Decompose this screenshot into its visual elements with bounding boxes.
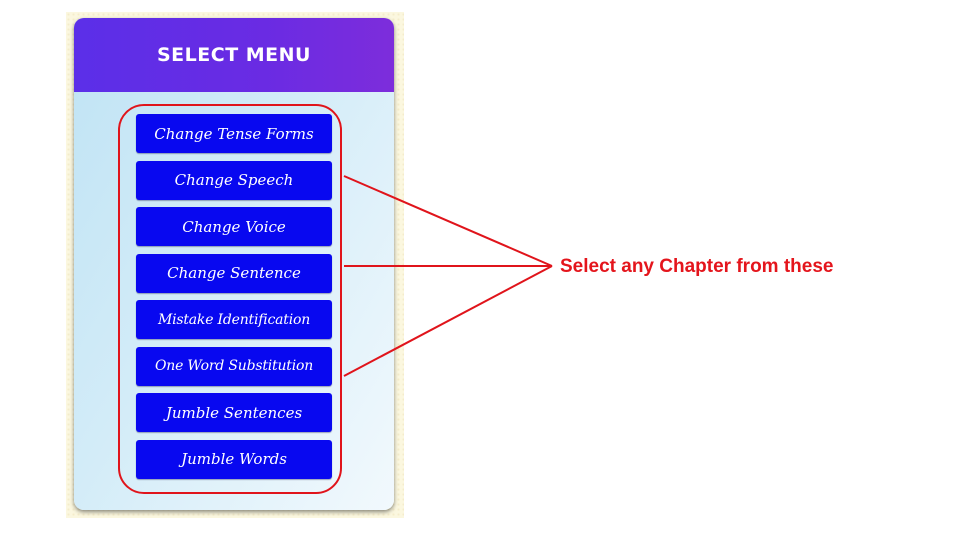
highlight-frame	[118, 104, 342, 494]
menu-button-jumble-sentences[interactable]: Jumble Sentences	[136, 393, 332, 432]
callout-text: Select any Chapter from these	[560, 256, 834, 277]
menu-button-change-tense-forms[interactable]: Change Tense Forms	[136, 114, 332, 153]
chapter-menu: Change Tense Forms Change Speech Change …	[136, 114, 332, 486]
menu-button-change-speech[interactable]: Change Speech	[136, 160, 332, 200]
panel-title: SELECT MENU	[157, 44, 311, 66]
menu-button-one-word-substitution[interactable]: One Word Substitution	[136, 346, 332, 386]
panel-header: SELECT MENU	[74, 18, 394, 92]
menu-button-change-sentence[interactable]: Change Sentence	[136, 253, 332, 293]
menu-button-mistake-identification[interactable]: Mistake Identification	[136, 300, 332, 339]
menu-button-change-voice[interactable]: Change Voice	[136, 207, 332, 246]
menu-button-jumble-words[interactable]: Jumble Words	[136, 439, 332, 479]
